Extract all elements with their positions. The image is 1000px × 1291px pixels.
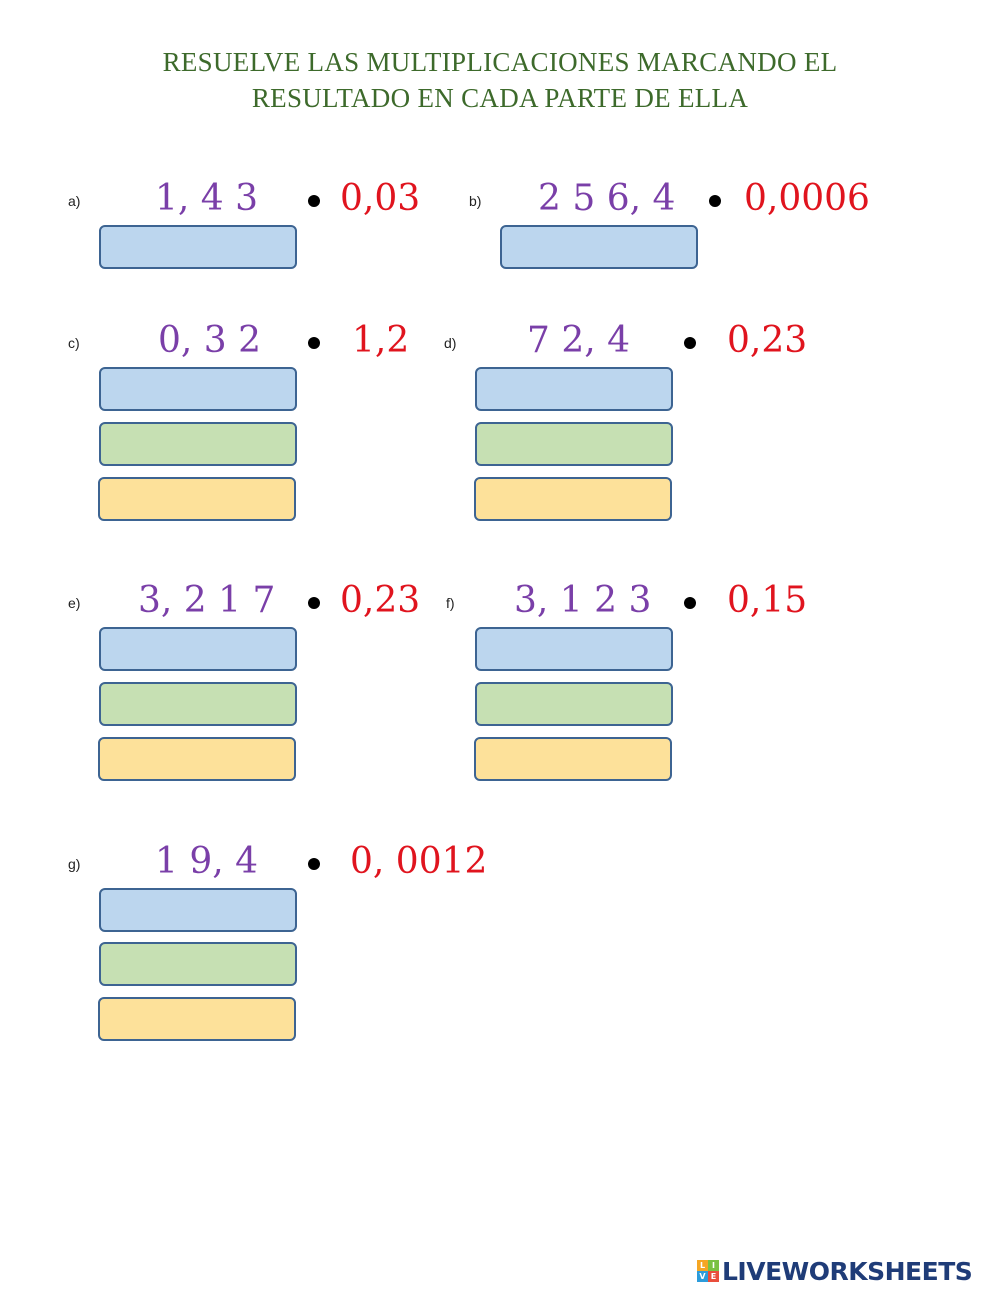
answer-box-yellow[interactable] [98, 737, 296, 781]
logo-letter: V [697, 1271, 708, 1282]
answer-box-blue[interactable] [99, 225, 297, 269]
problem-label: e) [68, 595, 81, 611]
factor-1: 2 5 6, 4 [538, 178, 676, 219]
problem-label: d) [444, 335, 457, 351]
problem-label: f) [446, 595, 455, 611]
answer-box-blue[interactable] [475, 627, 673, 671]
factor-2: 0, 0012 [350, 841, 488, 882]
answer-box-green[interactable] [99, 422, 297, 466]
multiply-dot-icon [709, 195, 721, 207]
multiply-dot-icon [684, 337, 696, 349]
title-line-1: RESUELVE LAS MULTIPLICACIONES MARCANDO E… [162, 47, 838, 77]
answer-box-green[interactable] [475, 422, 673, 466]
answer-box-green[interactable] [475, 682, 673, 726]
answer-box-blue[interactable] [99, 888, 297, 932]
factor-2: 0,0006 [744, 178, 870, 219]
logo-mark-icon: L I V E [697, 1260, 719, 1282]
answer-box-yellow[interactable] [98, 997, 296, 1041]
factor-2: 0,23 [340, 580, 421, 621]
title-line-2: RESULTADO EN CADA PARTE DE ELLA [251, 83, 749, 113]
answer-box-yellow[interactable] [474, 737, 672, 781]
factor-2: 0,15 [727, 580, 808, 621]
problem-label: b) [469, 193, 482, 209]
answer-box-blue[interactable] [99, 367, 297, 411]
answer-box-green[interactable] [99, 682, 297, 726]
answer-box-blue[interactable] [99, 627, 297, 671]
problem-label: a) [68, 193, 81, 209]
factor-1: 7 2, 4 [527, 320, 631, 361]
liveworksheets-logo[interactable]: L I V E LIVEWORKSHEETS [697, 1256, 973, 1286]
answer-box-yellow[interactable] [474, 477, 672, 521]
multiply-dot-icon [308, 195, 320, 207]
answer-box-blue[interactable] [500, 225, 698, 269]
factor-1: 1 9, 4 [155, 841, 259, 882]
problem-label: c) [68, 335, 80, 351]
logo-text: LIVEWORKSHEETS [722, 1256, 973, 1286]
factor-2: 0,23 [727, 320, 808, 361]
problem-label: g) [68, 856, 81, 872]
factor-2: 1,2 [352, 320, 410, 361]
factor-1: 3, 1 2 3 [514, 580, 652, 621]
logo-letter: E [708, 1271, 719, 1282]
multiply-dot-icon [308, 858, 320, 870]
factor-1: 1, 4 3 [155, 178, 259, 219]
factor-1: 3, 2 1 7 [138, 580, 276, 621]
answer-box-green[interactable] [99, 942, 297, 986]
answer-box-yellow[interactable] [98, 477, 296, 521]
factor-2: 0,03 [340, 178, 421, 219]
answer-box-blue[interactable] [475, 367, 673, 411]
factor-1: 0, 3 2 [158, 320, 262, 361]
multiply-dot-icon [684, 597, 696, 609]
logo-letter: L [697, 1260, 708, 1271]
multiply-dot-icon [308, 337, 320, 349]
logo-letter: I [708, 1260, 719, 1271]
multiply-dot-icon [308, 597, 320, 609]
worksheet-title: RESUELVE LAS MULTIPLICACIONES MARCANDO E… [0, 44, 1000, 116]
